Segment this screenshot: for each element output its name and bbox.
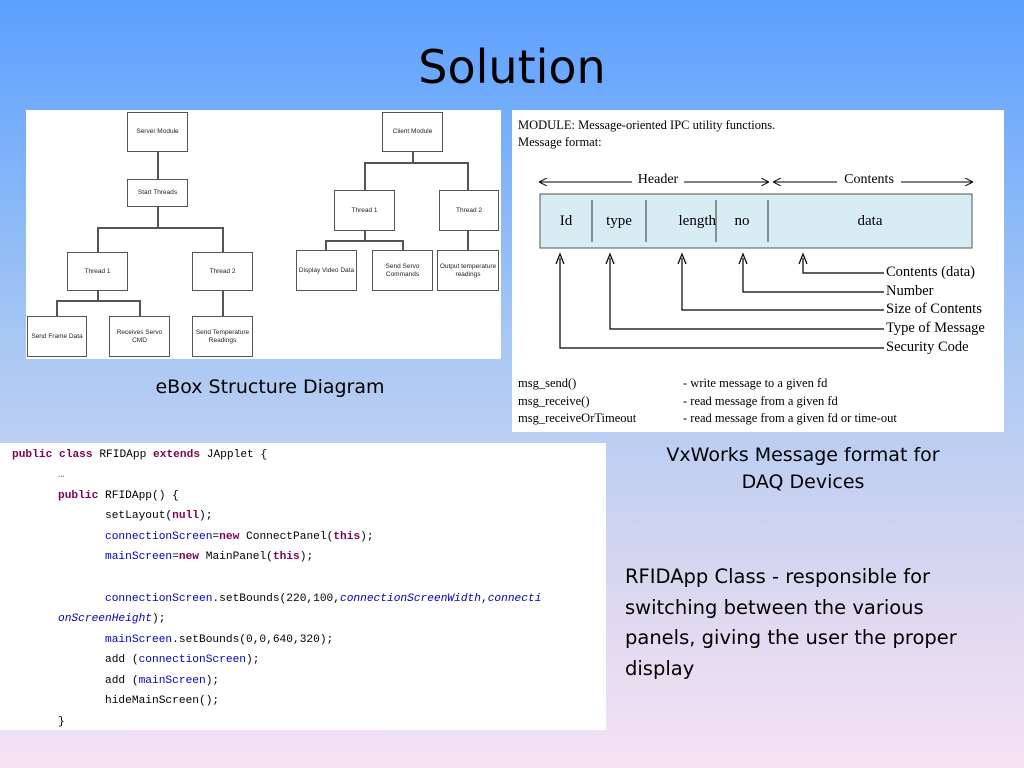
- fn-desc-send: - write message to a given fd: [683, 376, 828, 390]
- code-line: hideMainScreen();: [105, 695, 220, 707]
- vxworks-caption-line1: VxWorks Message format for: [666, 444, 940, 466]
- module-line: MODULE: Message-oriented IPC utility fun…: [518, 118, 776, 132]
- code-line: mainScreen.setBounds(0,0,640,320);: [105, 634, 334, 646]
- message-format-panel: MODULE: Message-oriented IPC utility fun…: [512, 110, 1004, 432]
- ebox-caption: eBox Structure Diagram: [155, 376, 385, 398]
- fn-desc-receive-timeout: - read message from a given fd or time-o…: [683, 411, 897, 425]
- start-threads-box: Start Threads: [127, 179, 188, 207]
- fn-name-receive-timeout: msg_receiveOrTimeout: [518, 411, 637, 425]
- code-line: add (connectionScreen);: [105, 654, 260, 666]
- client-thread2-box: Thread 2: [439, 190, 499, 231]
- legend-security: Security Code: [886, 339, 969, 355]
- code-line: …: [58, 469, 65, 481]
- legend-number: Number: [886, 283, 934, 299]
- field-type: type: [606, 213, 632, 229]
- fn-desc-receive: - read message from a given fd: [683, 394, 838, 408]
- contents-label: Contents: [837, 172, 901, 188]
- display-video-data-box: Display Video Data: [296, 250, 357, 291]
- send-temperature-readings-box: Send Temperature Readings: [192, 316, 253, 357]
- legend-type: Type of Message: [886, 320, 985, 336]
- code-line: connectionScreen.setBounds(220,100,conne…: [105, 593, 542, 605]
- server-thread2-box: Thread 2: [192, 252, 253, 291]
- field-no: no: [734, 213, 750, 229]
- receives-servo-cmd-box: Receives Servo CMD: [109, 316, 170, 357]
- legend-size: Size of Contents: [886, 301, 982, 317]
- code-line: add (mainScreen);: [105, 675, 220, 687]
- server-thread1-box: Thread 1: [67, 252, 128, 291]
- code-line: onScreenHeight);: [58, 613, 166, 625]
- format-line: Message format:: [518, 135, 602, 149]
- rfidapp-code-listing: public class RFIDApp extends JApplet { ……: [0, 443, 606, 730]
- ebox-structure-diagram: Server Module Start Threads Thread 1 Thr…: [26, 110, 501, 359]
- fn-name-send: msg_send(): [518, 376, 577, 390]
- client-module-box: Client Module: [382, 112, 443, 152]
- rfidapp-description: RFIDApp Class - responsible for switchin…: [625, 565, 957, 680]
- field-data: data: [857, 213, 883, 229]
- code-line: connectionScreen=new ConnectPanel(this);: [105, 531, 374, 543]
- fn-name-receive: msg_receive(): [518, 394, 590, 408]
- slide-title: Solution: [418, 40, 606, 94]
- code-line: public RFIDApp() {: [58, 490, 179, 502]
- output-temperature-readings-box: Output temperature readings: [437, 250, 499, 291]
- code-line: }: [58, 716, 65, 728]
- client-thread1-box: Thread 1: [334, 190, 395, 231]
- header-label: Header: [632, 172, 684, 188]
- legend-contents: Contents (data): [886, 264, 975, 280]
- vxworks-caption-line2: DAQ Devices: [741, 471, 865, 493]
- send-frame-data-box: Send Frame Data: [27, 316, 87, 357]
- code-line: public class RFIDApp extends JApplet {: [12, 449, 268, 461]
- field-length: length: [678, 213, 717, 229]
- send-servo-commands-box: Send Servo Commands: [372, 250, 433, 291]
- code-line: mainScreen=new MainPanel(this);: [105, 551, 314, 563]
- server-module-box: Server Module: [127, 112, 188, 152]
- code-line: setLayout(null);: [105, 510, 213, 522]
- message-format-diagram: [512, 170, 1004, 349]
- field-id: Id: [559, 213, 573, 229]
- vxworks-caption: VxWorks Message format for DAQ Devices: [612, 442, 994, 496]
